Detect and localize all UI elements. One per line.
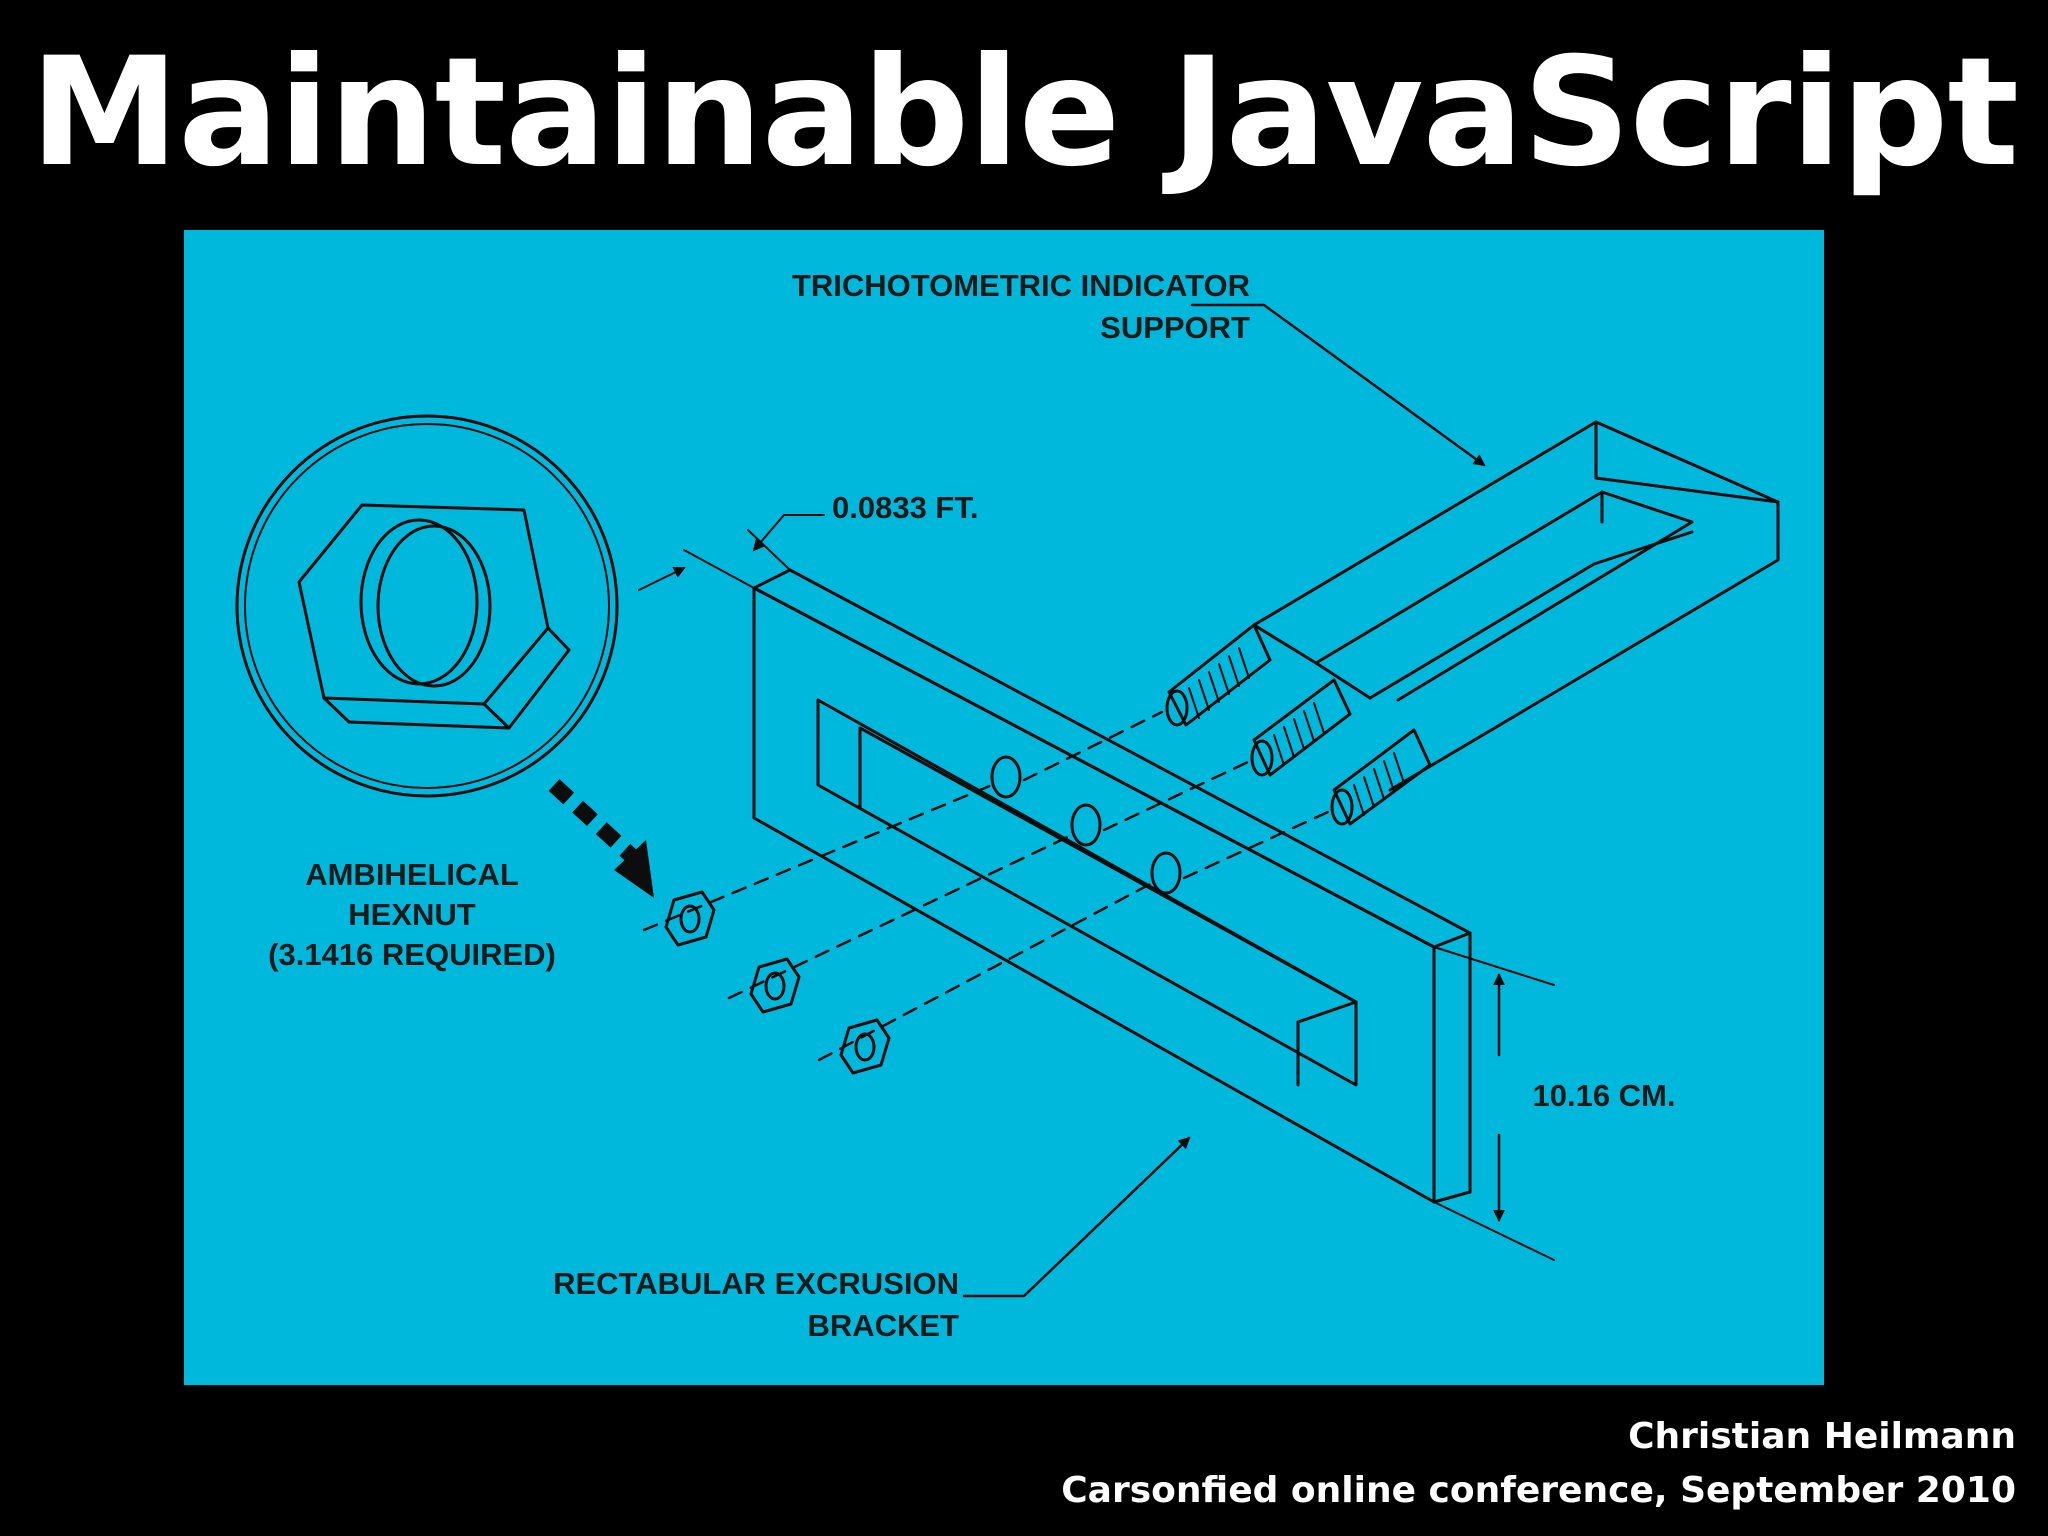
hexnut-parts: [664, 890, 891, 1075]
hexnut-label-line3: (3.1416 REQUIRED): [268, 937, 556, 972]
hexnut-label-line2: HEXNUT: [348, 897, 476, 932]
assembly-guide-lines: [642, 710, 1330, 1062]
height-label: 10.16 CM.: [1532, 1078, 1675, 1113]
slide-footer: Christian Heilmann Carsonfied online con…: [1061, 1410, 2016, 1518]
support-label-line1: TRICHOTOMETRIC INDICATOR: [792, 268, 1250, 303]
magnifier-pointer-arrow: [548, 779, 654, 898]
threaded-rods: [1165, 623, 1432, 826]
thickness-label: 0.0833 FT.: [832, 490, 978, 525]
height-dimension: [1433, 946, 1555, 1261]
diagram-panel: TRICHOTOMETRIC INDICATOR SUPPORT 0.0833 …: [184, 230, 1824, 1385]
bracket-label-line2: BRACKET: [807, 1308, 959, 1343]
thickness-dimension: [638, 514, 825, 591]
support-label-line2: SUPPORT: [1100, 310, 1250, 345]
bracket-shape: [752, 568, 1472, 1204]
bracket-label-line1: RECTABULAR EXCRUSION: [553, 1266, 959, 1301]
leader-lines: [962, 303, 1486, 1298]
hexnut-magnifier: [235, 414, 619, 798]
author-name: Christian Heilmann: [1628, 1416, 2016, 1457]
support-fork: [1252, 420, 1780, 792]
slide-title: Maintainable JavaScript: [29, 26, 2019, 200]
blueprint-diagram: TRICHOTOMETRIC INDICATOR SUPPORT 0.0833 …: [184, 230, 1824, 1385]
event-name: Carsonfied online conference, September …: [1061, 1470, 2016, 1511]
hexnut-label-line1: AMBIHELICAL: [305, 857, 519, 892]
